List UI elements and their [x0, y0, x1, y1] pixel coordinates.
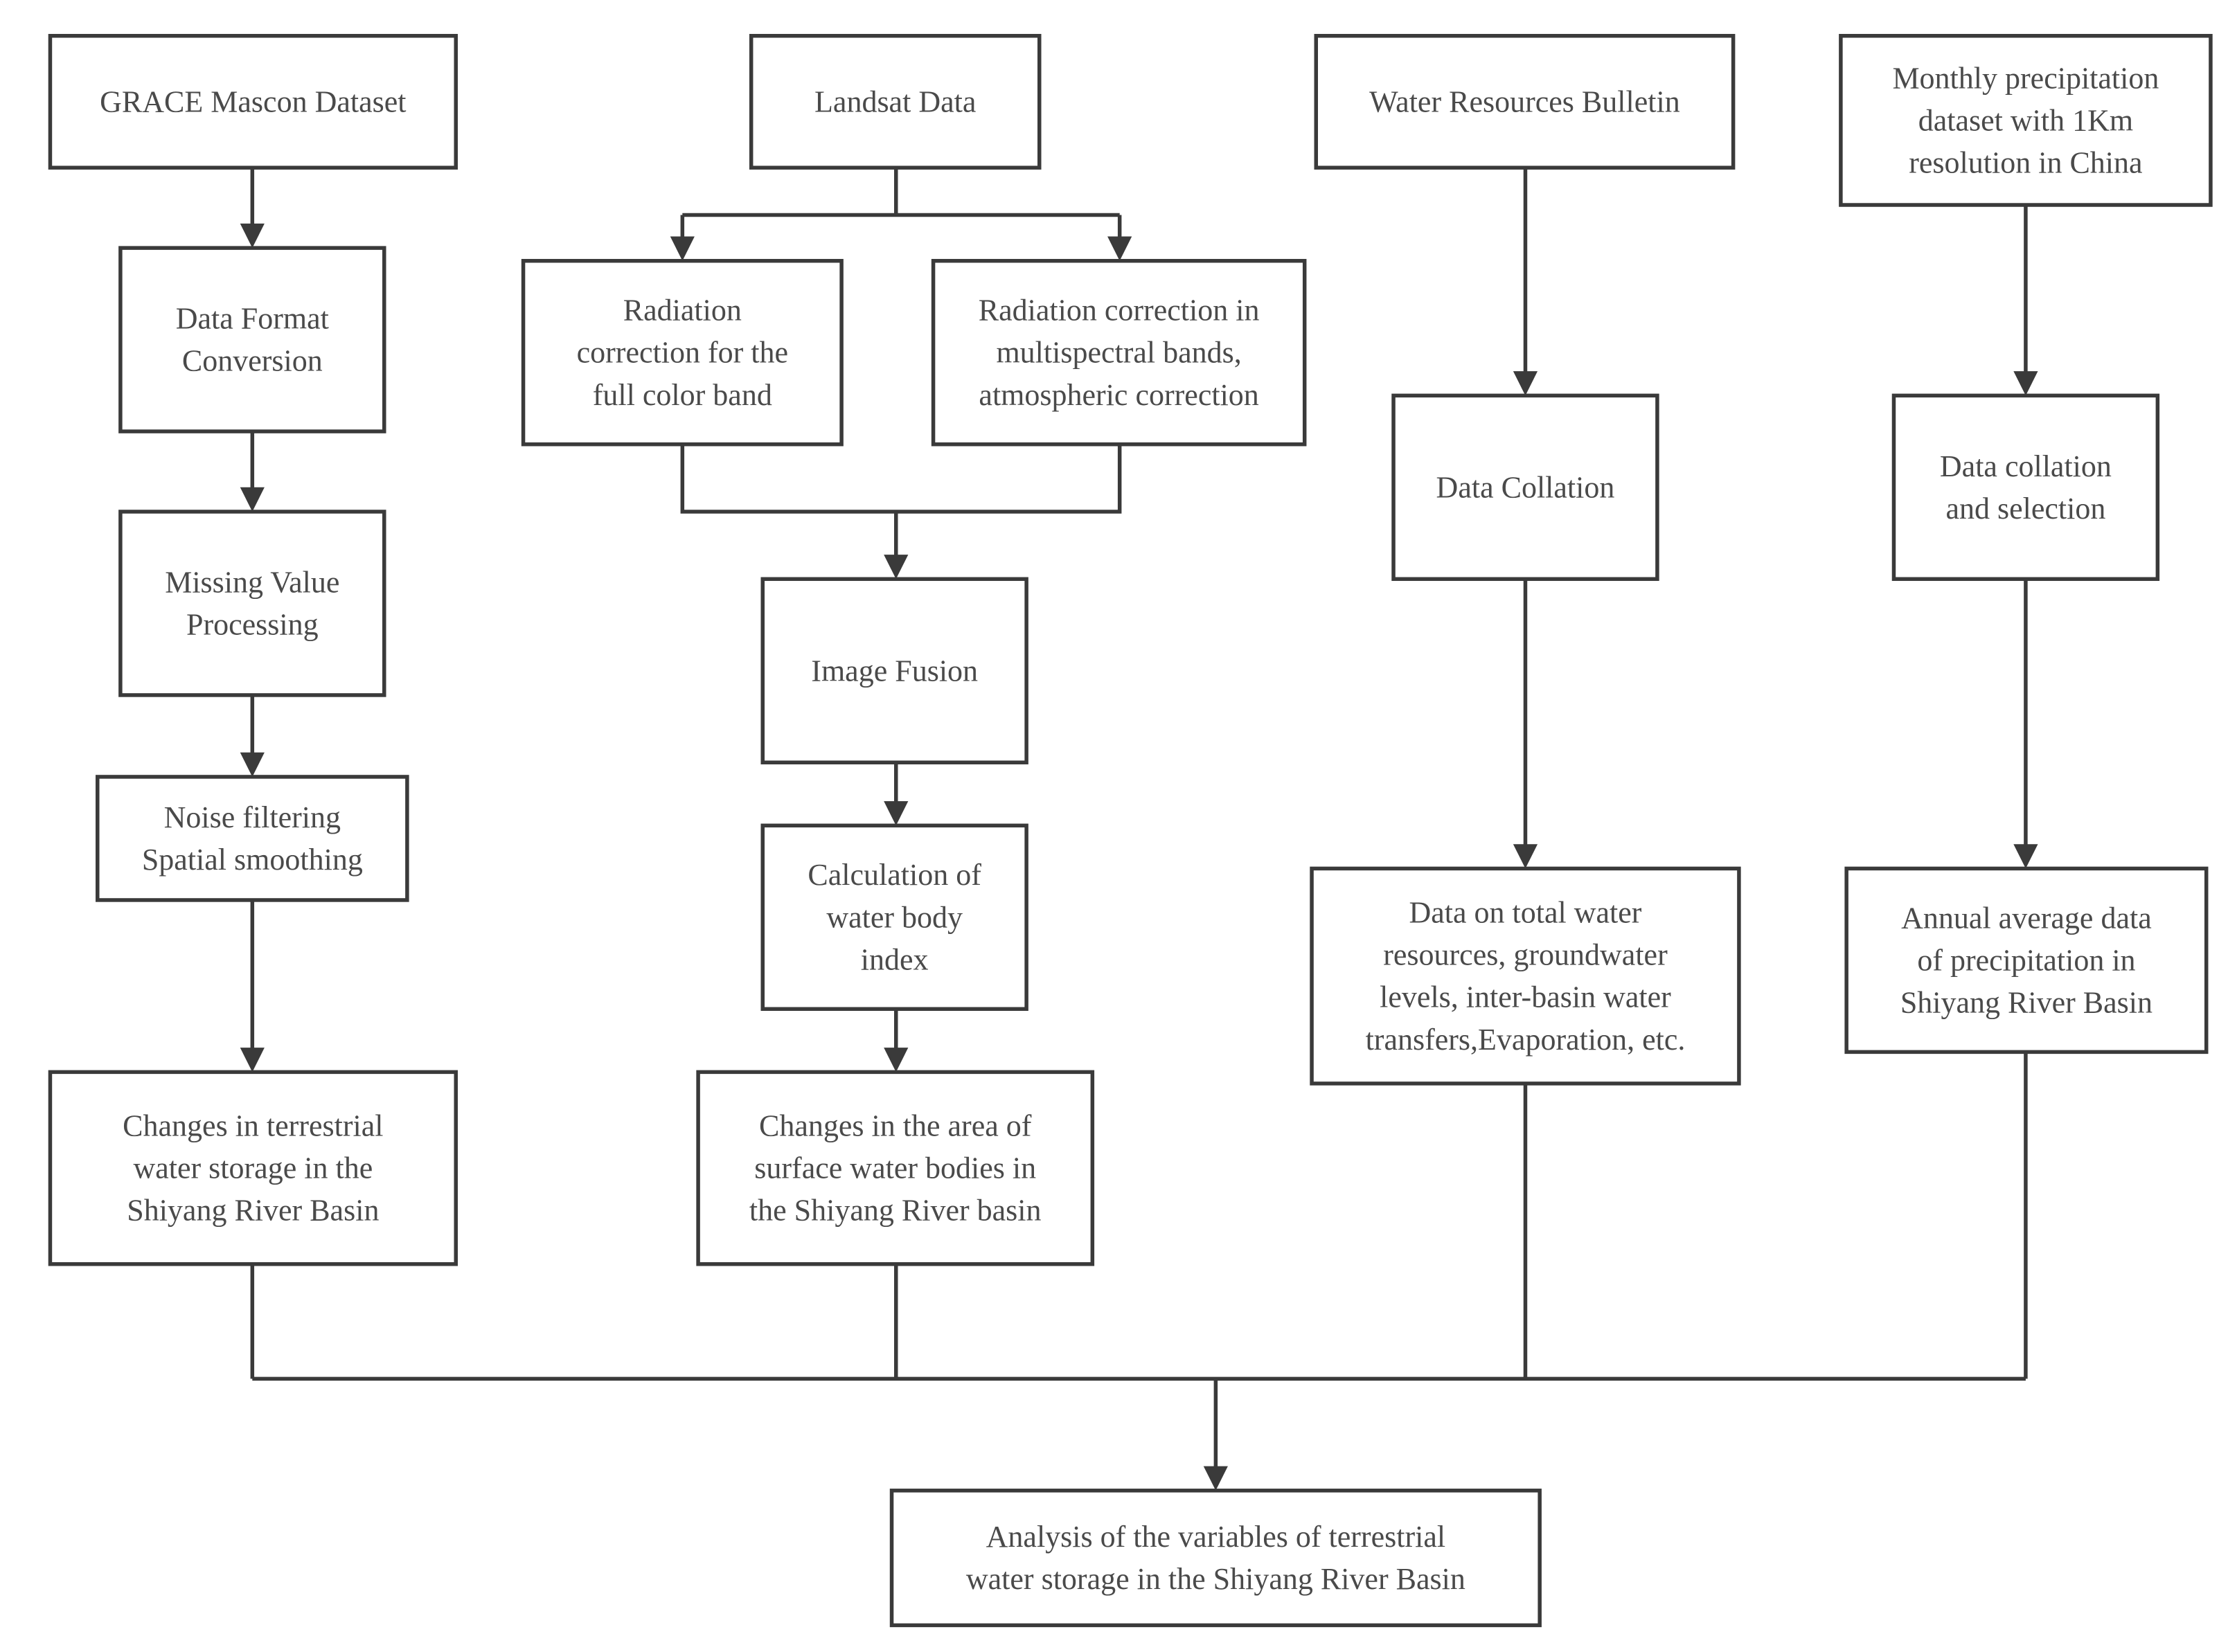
- node-label-line: Changes in terrestrial: [123, 1108, 383, 1142]
- arrow-wbi-to-surface-head: [884, 1048, 909, 1072]
- node-wbi: Calculation of water body index: [760, 823, 1028, 1012]
- node-label-line: multispectral bands,: [996, 336, 1241, 370]
- node-label-line: Data collation: [1940, 449, 2112, 483]
- node-surface: Changes in the area of surface water bodi…: [696, 1070, 1095, 1266]
- node-label-line: full color band: [593, 378, 772, 412]
- node-annualprecip: Annual average data of precipitation in Sh…: [1844, 866, 2209, 1054]
- node-bulletin: Water Resources Bulletin: [1314, 34, 1736, 170]
- node-label-line: Analysis of the variables of terrestrial: [986, 1520, 1445, 1554]
- arrow-missing-to-noise-head: [240, 752, 265, 777]
- node-label-line: water storage in the: [133, 1151, 373, 1185]
- node-label-line: levels, inter-basin water: [1380, 980, 1671, 1014]
- arrow-merge-to-analysis-head: [1203, 1466, 1228, 1491]
- node-label-line: Shiyang River Basin: [127, 1194, 379, 1228]
- arrow-noise-to-tws-head: [240, 1048, 265, 1072]
- node-label-line: Calculation of: [808, 858, 981, 892]
- node-label-line: Data Format: [176, 302, 329, 336]
- node-label-line: water storage in the Shiyang River Basin: [966, 1562, 1465, 1596]
- node-label-line: GRACE Mascon Dataset: [100, 84, 406, 118]
- node-label-line: Conversion: [182, 344, 323, 378]
- nodes: GRACE Mascon Dataset Landsat Data Water Re…: [48, 34, 2213, 1628]
- node-fusion: Image Fusion: [760, 577, 1028, 764]
- node-collation: Data Collation: [1391, 393, 1659, 582]
- arrow-to-radfull-head: [670, 236, 695, 261]
- node-box: [931, 258, 1307, 447]
- node-radmulti: Radiation correction in multispectral ban…: [931, 258, 1307, 447]
- arrow-to-fusion-head: [884, 555, 909, 580]
- node-label-line: of precipitation in: [1917, 943, 2135, 977]
- node-label-line: Annual average data: [1901, 901, 2152, 935]
- arrow-fusion-to-wbi-head: [884, 801, 909, 826]
- arrow-bulletin-to-collation-head: [1513, 371, 1538, 396]
- node-box: [760, 823, 1028, 1012]
- node-box: [118, 246, 386, 433]
- node-box: [749, 34, 1042, 170]
- node-analysis: Analysis of the variables of terrestrial…: [889, 1489, 1542, 1628]
- connectors: [240, 168, 2038, 1491]
- node-label-line: water body: [826, 900, 963, 934]
- arrow-format-to-missing-head: [240, 487, 265, 512]
- node-box: [1391, 393, 1659, 582]
- arrow-precip-to-selection-head: [2013, 371, 2038, 396]
- node-label-line: Processing: [186, 608, 319, 642]
- node-box: [760, 577, 1028, 764]
- node-grace: GRACE Mascon Dataset: [48, 34, 458, 170]
- node-box: [1310, 866, 1741, 1086]
- arrow-collation-to-totalwater-head: [1513, 844, 1538, 869]
- node-label-line: Landsat Data: [814, 84, 976, 118]
- node-radfull: Radiation correction for the full color ba…: [521, 258, 844, 447]
- node-label-line: surface water bodies in: [754, 1151, 1036, 1185]
- node-label-line: resolution in China: [1909, 145, 2142, 179]
- node-box: [1839, 34, 2213, 207]
- node-box: [118, 510, 386, 697]
- node-selection: Data collation and selection: [1891, 393, 2160, 582]
- node-label-line: resources, groundwater: [1383, 938, 1668, 972]
- node-label-line: Shiyang River Basin: [1900, 985, 2153, 1019]
- node-label-line: Data on total water: [1409, 896, 1641, 930]
- node-box: [96, 775, 409, 902]
- node-label-line: and selection: [1945, 492, 2105, 526]
- node-label-line: Water Resources Bulletin: [1369, 84, 1680, 118]
- arrow-selection-to-annualprecip-head: [2013, 844, 2038, 869]
- node-label-line: transfers,Evaporation, etc.: [1366, 1023, 1686, 1057]
- node-box: [521, 258, 844, 447]
- node-label-line: dataset with 1Km: [1918, 103, 2133, 137]
- node-label-line: Image Fusion: [811, 654, 978, 688]
- node-label-line: Missing Value: [165, 565, 339, 599]
- node-label-line: index: [861, 942, 929, 976]
- node-tws: Changes in terrestrial water storage in t…: [48, 1070, 458, 1266]
- node-label-line: Changes in the area of: [759, 1108, 1032, 1142]
- node-box: [1891, 393, 2160, 582]
- arrow-to-radmulti-head: [1107, 236, 1132, 261]
- node-label-line: atmospheric correction: [979, 378, 1258, 412]
- node-label-line: Radiation correction in: [979, 294, 1260, 327]
- node-precip: Monthly precipitation dataset with 1Km res…: [1839, 34, 2213, 207]
- line-radfull-down: [680, 444, 1122, 514]
- node-landsat: Landsat Data: [749, 34, 1042, 170]
- arrow-grace-to-format-head: [240, 223, 265, 249]
- node-box: [889, 1489, 1542, 1628]
- node-box: [696, 1070, 1095, 1266]
- node-box: [1314, 34, 1736, 170]
- node-label-line: Radiation: [623, 294, 742, 327]
- node-label-line: the Shiyang River basin: [749, 1194, 1042, 1228]
- node-label-line: correction for the: [577, 336, 788, 370]
- node-totalwater: Data on total water resources, groundwate…: [1310, 866, 1741, 1086]
- node-box: [1844, 866, 2209, 1054]
- node-box: [48, 1070, 458, 1266]
- node-box: [48, 34, 458, 170]
- node-label-line: Monthly precipitation: [1892, 61, 2159, 95]
- node-label-line: Spatial smoothing: [142, 843, 363, 877]
- node-label-line: Data Collation: [1436, 470, 1615, 504]
- node-label-line: Noise filtering: [164, 800, 341, 834]
